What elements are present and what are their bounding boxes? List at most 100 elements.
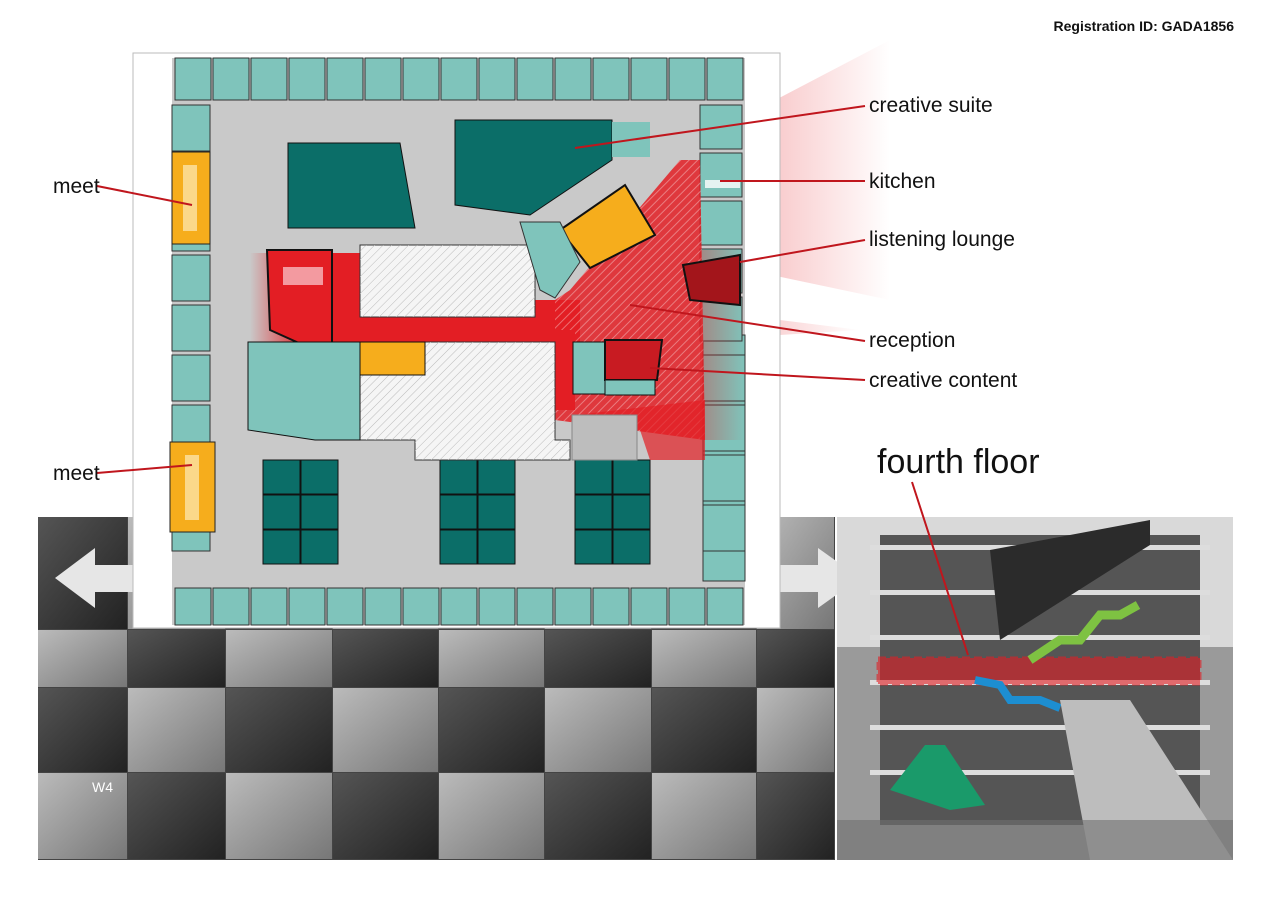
artist-photo	[226, 773, 332, 859]
office	[477, 494, 516, 530]
label-creative-suite: creative suite	[869, 94, 993, 117]
office	[699, 200, 743, 246]
artist-photo	[757, 630, 834, 687]
office	[402, 587, 440, 626]
office	[592, 587, 630, 626]
office	[174, 57, 212, 101]
artist-photo	[545, 773, 651, 859]
office	[592, 57, 630, 101]
label-fourth-floor: fourth floor	[877, 443, 1040, 481]
artist-photo	[128, 630, 225, 687]
office	[706, 57, 744, 101]
artist-photo	[757, 773, 834, 859]
label-meet-top: meet	[53, 175, 100, 198]
office	[630, 57, 668, 101]
artist-photo	[439, 773, 544, 859]
office	[439, 529, 478, 565]
artist-photo	[226, 688, 332, 772]
office	[477, 459, 516, 495]
office	[699, 152, 743, 198]
office	[630, 587, 668, 626]
office	[300, 494, 339, 530]
artist-photo	[545, 688, 651, 772]
office	[212, 587, 250, 626]
artist-photo	[128, 773, 225, 859]
office	[262, 494, 301, 530]
office	[364, 57, 402, 101]
office	[300, 459, 339, 495]
office	[439, 494, 478, 530]
artist-photo-grid: W4	[38, 517, 835, 860]
floor-slab	[870, 770, 1210, 775]
office	[554, 57, 592, 101]
creative-content-room	[604, 339, 664, 381]
office	[516, 57, 554, 101]
office	[477, 529, 516, 565]
office	[706, 587, 744, 626]
office	[171, 104, 211, 152]
office	[171, 304, 211, 352]
building-photo	[837, 517, 1233, 860]
office	[326, 587, 364, 626]
office	[478, 587, 516, 626]
red-meeting-room	[265, 249, 333, 349]
office	[440, 57, 478, 101]
office	[364, 587, 402, 626]
office	[171, 354, 211, 402]
office	[212, 57, 250, 101]
artist-photo	[333, 688, 438, 772]
leader-lines	[96, 105, 969, 656]
office	[612, 494, 651, 530]
orange-meeting-room	[558, 183, 657, 270]
office	[439, 459, 478, 495]
artist-photo	[226, 630, 332, 687]
listening-lounge-room	[681, 253, 741, 307]
floor-slab	[870, 635, 1210, 640]
registration-id: Registration ID: GADA1856	[1053, 18, 1234, 34]
label-listening-lounge: listening lounge	[869, 228, 1015, 251]
label-reception: reception	[869, 329, 955, 352]
office	[668, 587, 706, 626]
kitchen-counter	[705, 180, 740, 188]
office	[574, 459, 613, 495]
artist-photo	[38, 688, 127, 772]
label-meet-bottom: meet	[53, 462, 100, 485]
office	[174, 587, 212, 626]
office	[171, 254, 211, 302]
office	[612, 459, 651, 495]
floor-plan	[132, 52, 781, 629]
artist-photo	[652, 773, 756, 859]
office	[702, 454, 746, 502]
office	[478, 57, 516, 101]
label-kitchen: kitchen	[869, 170, 936, 193]
artist-photo	[545, 630, 651, 687]
office	[262, 529, 301, 565]
artist-photo	[333, 630, 438, 687]
artist-photo	[128, 688, 225, 772]
office	[702, 504, 746, 552]
office	[516, 587, 554, 626]
artist-photo	[439, 630, 544, 687]
artist-photo	[757, 688, 834, 772]
fourth-floor-highlight	[876, 656, 1202, 686]
office	[574, 494, 613, 530]
office	[288, 587, 326, 626]
office	[326, 57, 364, 101]
artist-photo	[38, 773, 127, 859]
label-creative-content: creative content	[869, 369, 1017, 392]
artist-photo	[439, 688, 544, 772]
office	[574, 529, 613, 565]
artist-photo	[333, 773, 438, 859]
arrow-left-icon	[55, 548, 180, 608]
office	[440, 587, 478, 626]
office	[250, 57, 288, 101]
creative-suite-room	[454, 119, 613, 216]
artist-photo	[38, 630, 127, 687]
office	[554, 587, 592, 626]
office	[668, 57, 706, 101]
office	[300, 529, 339, 565]
office	[612, 529, 651, 565]
office	[402, 57, 440, 101]
floor-slab	[870, 725, 1210, 730]
